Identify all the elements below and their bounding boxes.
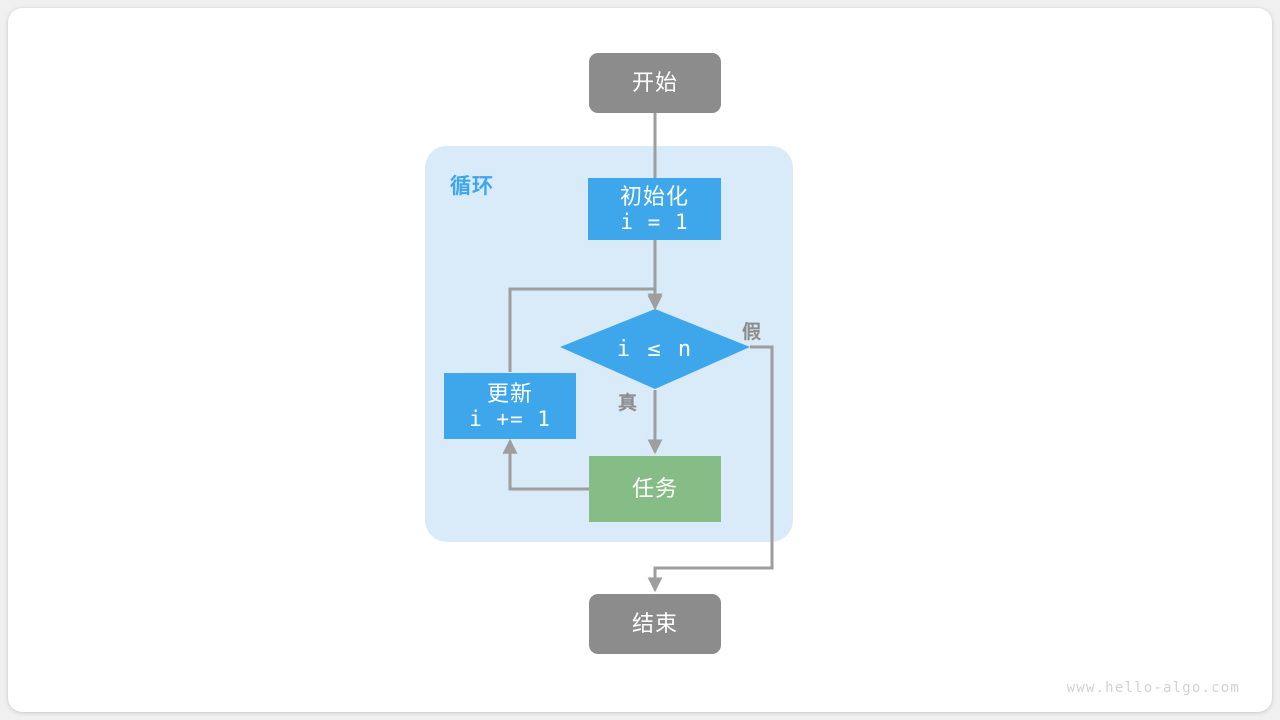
node-update-label: 更新 (486, 380, 533, 406)
node-end[interactable]: 结束 (589, 594, 721, 654)
edge-condition-to-end (647, 345, 774, 593)
node-init-code: i = 1 (620, 209, 689, 234)
node-condition-label: i ≤ n (616, 336, 694, 362)
node-start[interactable]: 开始 (589, 53, 721, 113)
condition-diamond (560, 309, 750, 389)
node-update[interactable]: 更新 i += 1 (444, 373, 576, 439)
edge-label-false: 假 (742, 322, 762, 343)
node-update-code: i += 1 (469, 406, 551, 431)
node-task-label: 任务 (631, 476, 678, 502)
loop-region-label: 循环 (450, 175, 494, 198)
node-end-label: 结束 (631, 611, 678, 637)
node-task[interactable]: 任务 (589, 456, 721, 522)
node-init[interactable]: 初始化 i = 1 (588, 178, 721, 240)
node-start-label: 开始 (631, 70, 678, 96)
node-init-label: 初始化 (619, 183, 689, 209)
edge-update-to-condition (508, 287, 663, 372)
edge-label-true: 真 (618, 393, 638, 414)
node-condition[interactable]: i ≤ n (560, 309, 750, 389)
watermark: www.hello-algo.com (1066, 680, 1240, 696)
edge-task-to-update (502, 438, 589, 491)
